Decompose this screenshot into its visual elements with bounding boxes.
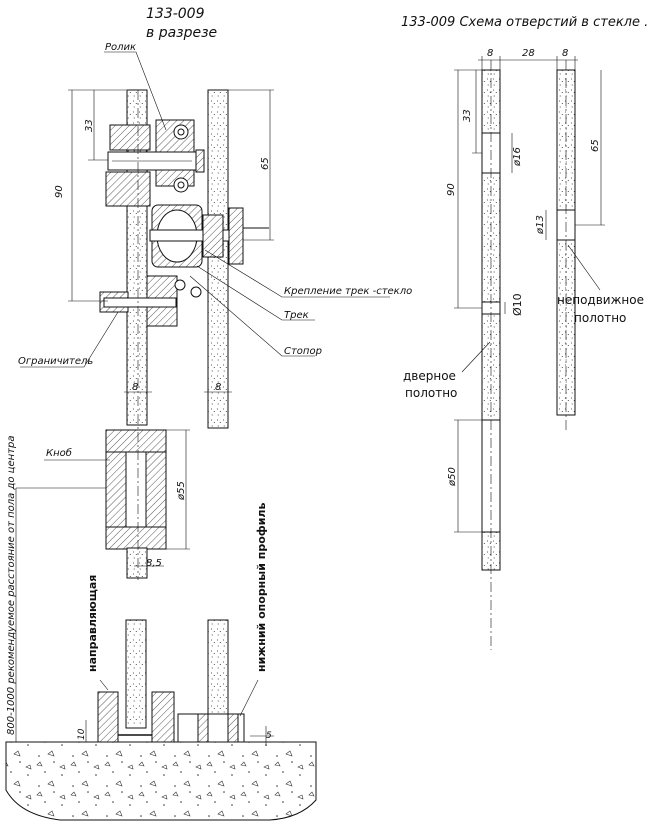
roller-assembly xyxy=(105,119,205,207)
fixed-panel-leader xyxy=(567,244,601,291)
track-mount xyxy=(149,204,269,268)
left-dimensions: 90 33 65 8 8 ø55 8,5 10 5 800-1000 реком… xyxy=(6,89,274,746)
section-code: 133-009 xyxy=(146,6,205,22)
dim-10: 10 xyxy=(77,728,87,740)
dim-5: 5 xyxy=(266,731,272,741)
knob xyxy=(105,429,167,579)
fixed-panel-label-1: неподвижное xyxy=(557,293,644,307)
label-mount: Крепление трек -стекло xyxy=(284,286,412,297)
dim-65-left: 65 xyxy=(260,157,271,170)
dim-90-right: 90 xyxy=(446,183,457,196)
fixed-glass xyxy=(207,89,229,429)
height-note: 800-1000 рекомендуемое расстояние от пол… xyxy=(6,436,17,735)
moving-glass-lower xyxy=(125,619,147,729)
label-roller: Ролик xyxy=(105,42,136,53)
dim-w8-left: 8 xyxy=(487,48,493,59)
door-panel-label-2: полотно xyxy=(405,386,457,400)
label-profile: нижний опорный профиль xyxy=(255,503,268,672)
dim-hole-16: ø16 xyxy=(512,147,523,167)
limiter xyxy=(99,275,202,327)
label-knob: Кноб xyxy=(46,447,72,459)
dim-55: ø55 xyxy=(176,481,187,501)
hole-scheme-title: 133-009 Схема отверстий в стекле . xyxy=(401,15,648,30)
dim-hole-13: ø13 xyxy=(535,215,546,235)
fixed-panel-label-2: полотно xyxy=(574,311,626,325)
door-panel-label-1: дверное xyxy=(403,369,456,383)
section-view: 133-009 в разрезе xyxy=(5,6,412,821)
dim-8-5: 8,5 xyxy=(146,558,162,569)
floor xyxy=(5,741,317,821)
label-limiter: Ограничитель xyxy=(18,356,93,367)
label-track: Трек xyxy=(284,310,309,321)
dim-w28: 28 xyxy=(522,48,535,59)
dim-8-moving: 8 xyxy=(132,382,138,393)
dim-33-right: 33 xyxy=(462,109,473,122)
fixed-glass-lower xyxy=(207,619,229,729)
dim-w8-right: 8 xyxy=(562,48,568,59)
hole-scheme: 133-009 Схема отверстий в стекле . 8 28 … xyxy=(401,15,648,650)
dim-hole-10: Ø10 xyxy=(511,293,524,316)
left-callouts: Ролик Крепление трек -стекло Трек Стопор… xyxy=(18,42,412,717)
door-panel-leader xyxy=(461,341,491,373)
right-vertical-dims: 90 33 65 ø16 ø13 Ø10 ø50 xyxy=(446,69,605,533)
dim-8-fixed: 8 xyxy=(215,382,221,393)
dim-90-left: 90 xyxy=(54,185,65,198)
right-width-dims: 8 28 8 xyxy=(478,48,578,70)
dim-33-left: 33 xyxy=(84,119,95,132)
label-guide: направляющая xyxy=(86,575,99,672)
label-stopper: Стопор xyxy=(284,346,322,357)
section-subtitle: в разрезе xyxy=(146,25,217,41)
dim-hole-50: ø50 xyxy=(447,467,458,487)
dim-65-right: 65 xyxy=(590,139,601,152)
